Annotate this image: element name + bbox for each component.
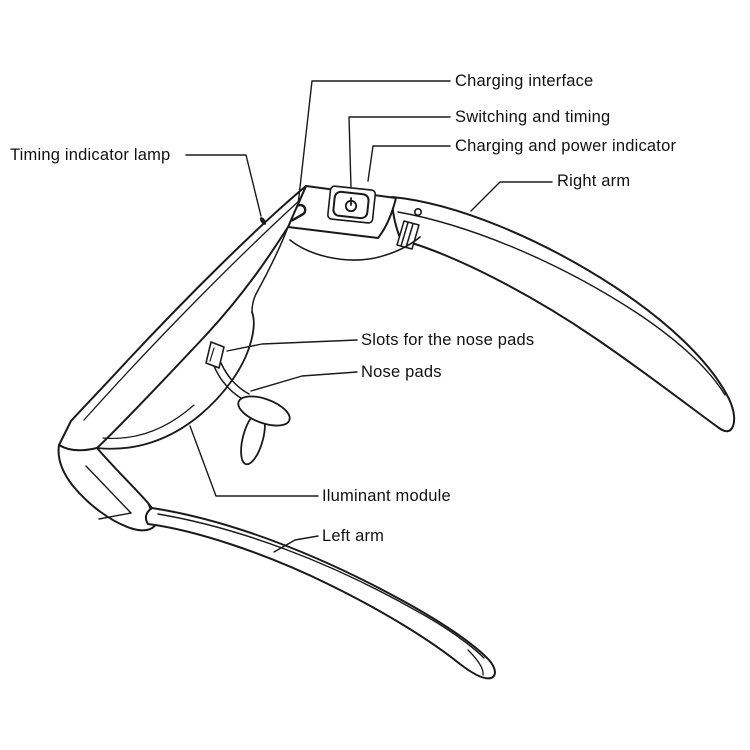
leader-iluminant-module <box>189 425 319 497</box>
right-arm-drawing <box>289 196 736 433</box>
leader-left-arm <box>273 535 319 553</box>
left-endpiece-drawing <box>57 444 158 532</box>
iluminant-module-drawing <box>96 311 255 450</box>
leader-charging-power-indicator <box>367 145 451 182</box>
label-charging-power-indicator: Charging and power indicator <box>455 137 677 155</box>
nose-pads-drawing <box>205 341 291 466</box>
left-arm-drawing <box>144 507 496 680</box>
leader-timing-indicator-lamp <box>185 154 262 217</box>
label-switching-and-timing: Switching and timing <box>455 108 611 126</box>
power-icon <box>344 197 358 213</box>
leader-right-arm <box>470 181 553 212</box>
label-slots-nose-pads: Slots for the nose pads <box>361 331 535 349</box>
label-right-arm: Right arm <box>557 172 631 190</box>
hinge-screw-icon <box>413 208 422 217</box>
leader-switching-and-timing <box>348 116 451 189</box>
leader-nose-pads <box>250 371 358 392</box>
leader-slots-nose-pads <box>226 339 358 352</box>
leader-charging-interface <box>297 80 451 206</box>
label-charging-interface: Charging interface <box>455 72 594 90</box>
nose-pad-slot-drawing <box>205 341 225 369</box>
label-timing-indicator-lamp: Timing indicator lamp <box>10 146 171 164</box>
leader-lines <box>185 80 553 553</box>
label-iluminant-module: Iluminant module <box>322 487 451 505</box>
label-left-arm: Left arm <box>322 527 385 545</box>
label-nose-pads: Nose pads <box>361 363 442 381</box>
timing-lamp-icon <box>259 217 267 225</box>
